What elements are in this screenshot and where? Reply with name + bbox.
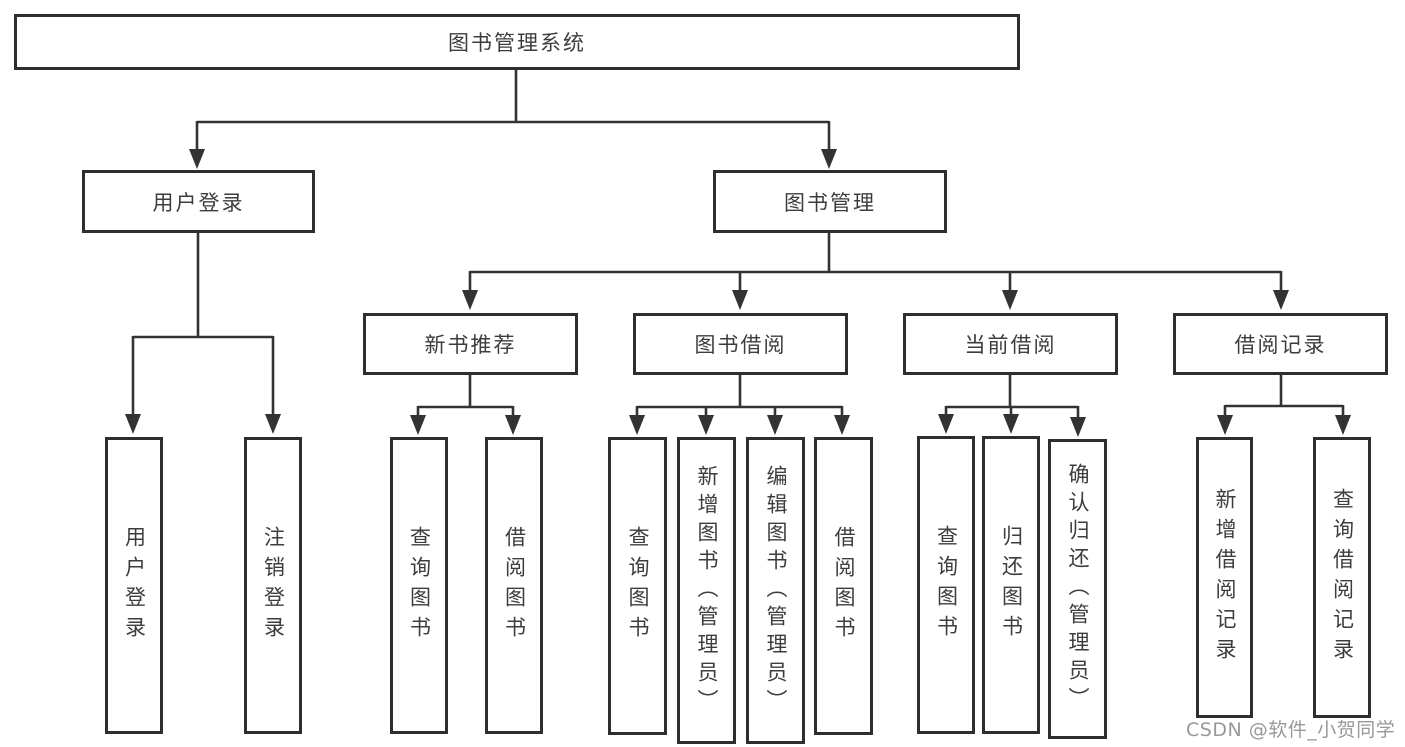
box-label: 图书借阅: [694, 333, 787, 357]
box-book-management: 图书管理: [713, 170, 947, 233]
box-label: 注销登录: [261, 525, 286, 646]
box-label: 借阅记录: [1234, 333, 1327, 357]
box-label: 新增图书（管理员）: [695, 464, 719, 717]
box-current-borrowing: 当前借阅: [903, 313, 1118, 375]
leaf-user-login: 用户登录: [105, 437, 163, 734]
box-label: 编辑图书（管理员）: [764, 464, 788, 717]
leaf-confirm-return-admin: 确认归还（管理员）: [1048, 439, 1107, 739]
csdn-watermark: CSDN @软件_小贺同学: [1186, 719, 1396, 741]
box-user-login: 用户登录: [82, 170, 315, 233]
leaf-newbook-borrow-books: 借阅图书: [485, 437, 543, 734]
leaf-query-borrow-record: 查询借阅记录: [1313, 437, 1371, 718]
leaf-borrowing-query-books: 查询图书: [608, 437, 667, 735]
box-label: 图书管理: [784, 190, 876, 215]
box-label: 归还图书: [999, 525, 1024, 645]
box-label: 确认归还（管理员）: [1066, 463, 1090, 715]
box-book-borrowing: 图书借阅: [633, 313, 848, 375]
leaf-logout: 注销登录: [244, 437, 302, 734]
box-label: 用户登录: [122, 525, 147, 646]
leaf-add-books-admin: 新增图书（管理员）: [677, 437, 736, 744]
box-library-management-system: 图书管理系统: [14, 14, 1020, 70]
box-label: 查询图书: [934, 525, 959, 645]
leaf-add-borrow-record: 新增借阅记录: [1196, 437, 1253, 718]
box-borrowing-records: 借阅记录: [1173, 313, 1388, 375]
box-label: 借阅图书: [832, 526, 856, 646]
leaf-borrowing-borrow-books: 借阅图书: [814, 437, 873, 735]
box-label: 用户登录: [152, 190, 245, 215]
box-label: 新书推荐: [424, 333, 517, 357]
leaf-newbook-query-books: 查询图书: [390, 437, 448, 734]
box-label: 当前借阅: [964, 333, 1057, 357]
leaf-current-query-books: 查询图书: [917, 436, 975, 734]
box-label: 借阅图书: [502, 525, 527, 646]
leaf-edit-books-admin: 编辑图书（管理员）: [746, 437, 805, 744]
box-label: 新增借阅记录: [1213, 487, 1237, 668]
box-label: 查询借阅记录: [1330, 487, 1355, 668]
box-label: 图书管理系统: [448, 31, 586, 55]
leaf-return-books: 归还图书: [982, 436, 1040, 734]
box-label: 查询图书: [407, 525, 432, 646]
box-label: 查询图书: [626, 526, 650, 646]
box-new-book-recommend: 新书推荐: [363, 313, 578, 375]
